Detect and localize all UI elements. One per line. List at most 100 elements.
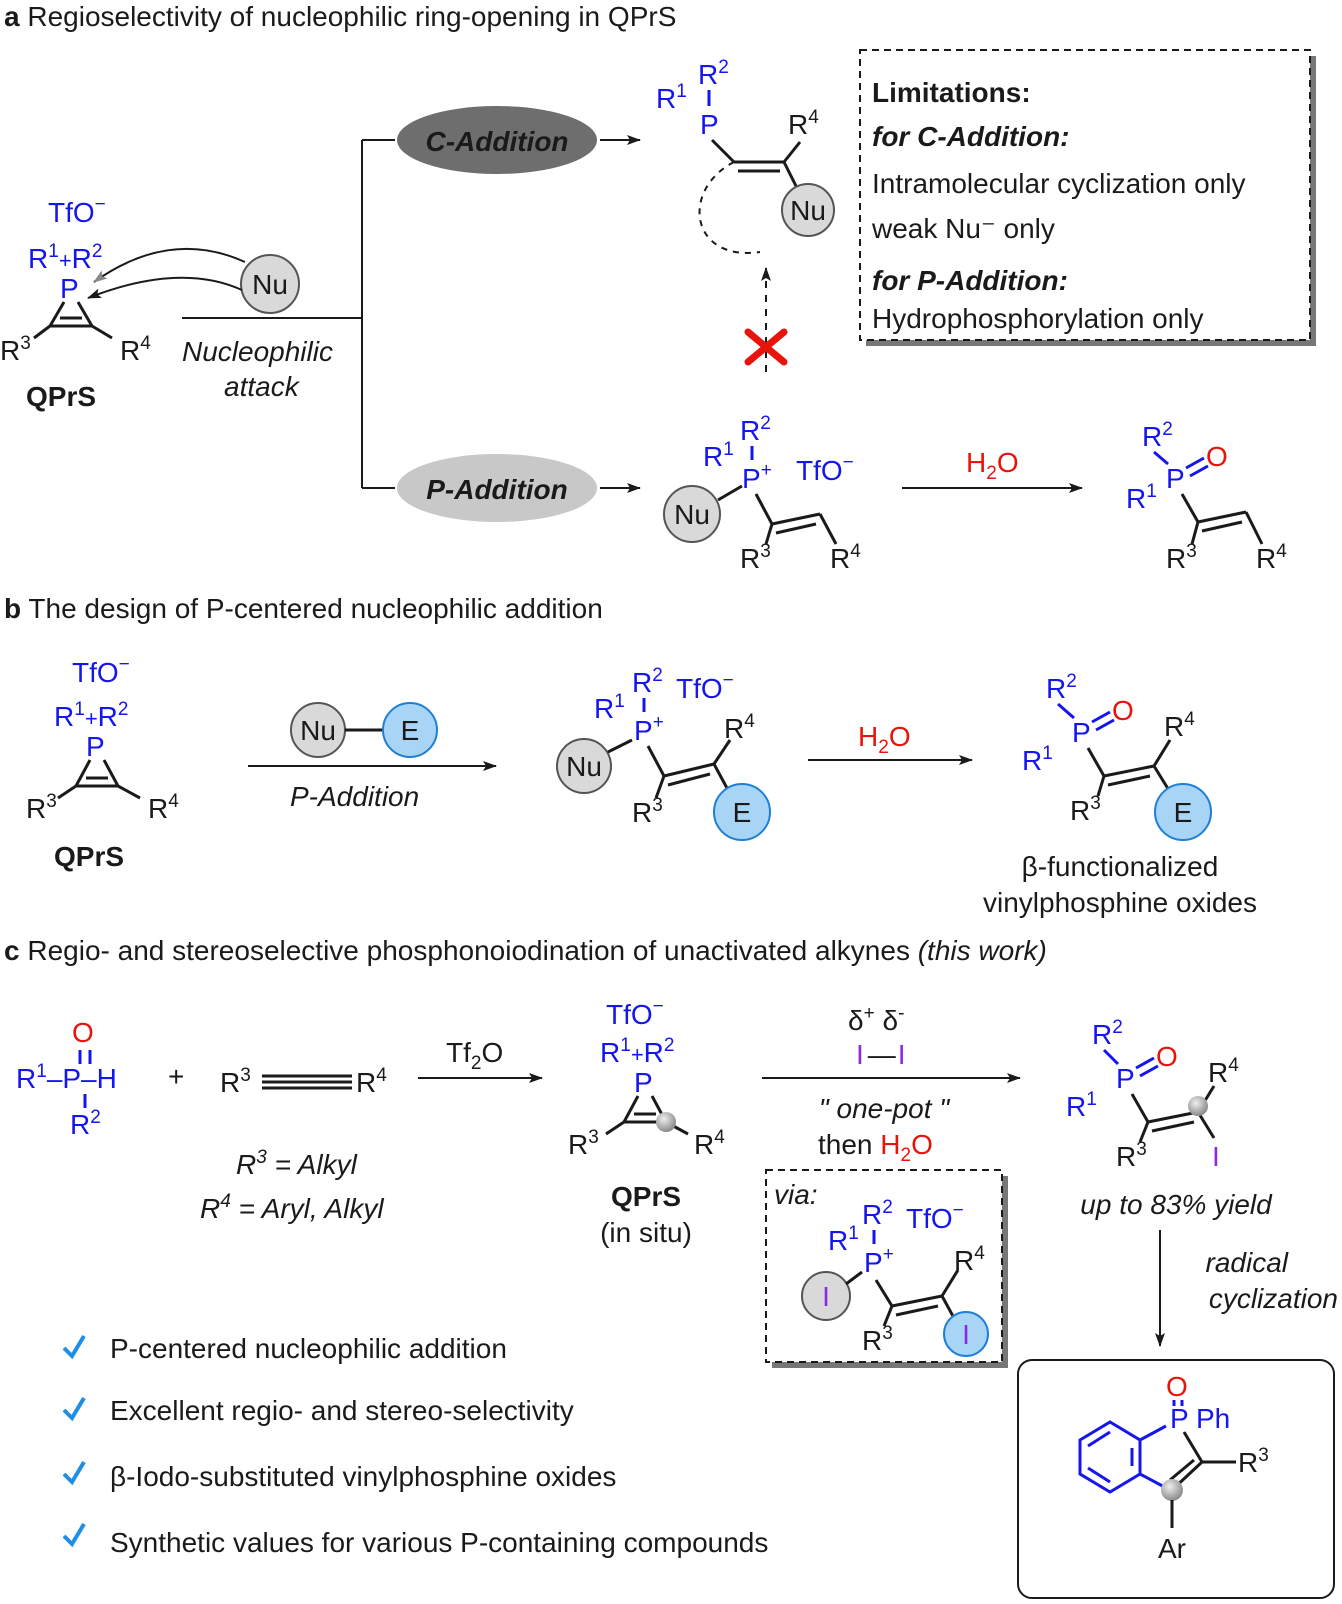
svg-text:R1+R2: R1+R2 [600,1035,674,1068]
limitations-p-line1: Hydrophosphorylation only [872,303,1204,334]
limitations-box [859,49,1311,341]
svg-text:R3: R3 [1116,1139,1147,1172]
svg-text:R2: R2 [698,57,729,90]
svg-text:P: P [1116,1063,1135,1094]
limitations-c-line1: Intramolecular cyclization only [872,168,1246,199]
svg-text:R4: R4 [356,1065,387,1098]
p-addition-arrow-label-b: P-Addition [290,781,419,812]
feature-text: Synthetic values for various P-containin… [110,1527,768,1558]
panel-c: c Regio- and stereoselective phosphonoio… [4,935,1338,1599]
check-icon [62,1396,86,1422]
one-pot-label: " one-pot " [819,1093,950,1124]
svg-text:TfO−: TfO− [796,452,854,486]
feature-text: P-centered nucleophilic addition [110,1333,507,1364]
svg-text:P: P [634,1067,653,1098]
limitations-c-line2: weak Nu⁻ only [871,213,1055,244]
electrophile-label-b-product: E [1174,797,1193,828]
limitations-heading: Limitations: [872,77,1031,108]
svg-text:I: I [962,1319,970,1350]
svg-text:O: O [1166,1371,1188,1402]
svg-text:P+: P+ [742,460,772,494]
svg-text:Ph: Ph [1196,1403,1230,1434]
water-label-b: H2O [858,721,911,758]
nucleophile-label-b-intermediate: Nu [566,751,602,782]
svg-text:Ar: Ar [1158,1533,1186,1564]
svg-text:P: P [86,731,105,762]
reagent-nu-label: Nu [300,715,336,746]
svg-text:P+: P+ [634,712,664,746]
p-addition-intermediate: R1 R2 P+ TfO− Nu R3 R4 [663,413,861,574]
svg-text:then H2O: then H2O [818,1129,933,1166]
svg-text:R1+R2: R1+R2 [54,699,128,732]
c-addition-label: C-Addition [425,126,568,157]
svg-text:R3: R3 [220,1065,251,1098]
svg-text:R2: R2 [740,413,771,446]
svg-text:R1: R1 [703,439,734,472]
panel-b-letter: b [4,593,21,624]
polarization-label: δ+ δ- [848,1003,904,1036]
beta-iodo-vinylphosphine-oxide: R2 P O R1 R4 R3 I [1066,1017,1239,1172]
iodine-reagent: I—I [856,1039,906,1070]
svg-text:R4: R4 [724,711,755,744]
svg-text:R1: R1 [1066,1089,1097,1122]
product-b-caption-1: β-functionalized [1022,851,1219,882]
panel-c-title-suffix: (this work) [918,935,1047,966]
svg-text:I: I [822,1281,830,1312]
p-addition-label: P-Addition [426,474,568,505]
panel-c-letter: c [4,935,20,966]
nucleophile-circle-a [240,254,300,314]
svg-text:R3: R3 [740,541,771,574]
svg-text:R4: R4 [830,541,861,574]
svg-text:a Regioselectivity of nucleoph: a Regioselectivity of nucleophilic ring-… [4,1,676,32]
radical-label-2: cyclization [1209,1283,1338,1314]
panel-a-letter: a [4,1,20,32]
svg-text:c Regio- and stereoselective p: c Regio- and stereoselective phosphonoio… [4,935,1047,966]
tf2o-label: Tf2O [446,1037,503,1074]
svg-text:R2: R2 [1092,1017,1123,1050]
limitations-c-heading: for C-Addition: [872,121,1070,152]
triflate-label-a: TfO [48,197,95,228]
svg-text:R4: R4 [788,107,819,140]
feature-item: Excellent regio- and stereo-selectivity [62,1395,574,1426]
feature-text: Excellent regio- and stereo-selectivity [110,1395,574,1426]
attack-arrow-carbon [93,247,246,283]
alkyne-substrate: R3 R4 [220,1065,387,1098]
svg-text:R1: R1 [828,1223,859,1256]
svg-text:TfO−: TfO− [606,996,664,1030]
svg-text:R2: R2 [862,1197,893,1230]
limitations-p-heading: for P-Addition: [872,265,1068,296]
svg-text:TfO−: TfO− [676,670,734,704]
iodophosphonium-intermediate: R1 R2 TfO− P+ I R4 R3 I [801,1197,989,1357]
benzophosphole-box [1017,1359,1335,1599]
attack-label-1: Nucleophilic [182,336,333,367]
svg-text:R2: R2 [632,665,663,698]
svg-text:P: P [1170,1403,1189,1434]
c-addition-product: R1 R2 P R4 Nu [656,57,835,254]
svg-text:P: P [1166,463,1185,494]
panel-a-title: Regioselectivity of nucleophilic ring-op… [27,1,676,32]
svg-text:R1: R1 [1022,743,1053,776]
vinylphosphine-oxide-product-a: R2 P O R1 R3 R4 [1126,419,1287,574]
attack-label-2: attack [224,371,301,402]
svg-text:R2: R2 [70,1107,101,1140]
svg-text:R2: R2 [1046,671,1077,704]
electrophile-label-b-intermediate: E [733,797,752,828]
panel-b-title: The design of P-centered nucleophilic ad… [28,593,602,624]
svg-text:b The design of P-centered nuc: b The design of P-centered nucleophilic … [4,593,603,624]
check-icon [62,1334,86,1360]
svg-text:R3: R3 [568,1127,599,1160]
check-icon [62,1460,86,1486]
svg-text:R3: R3 [26,791,57,824]
svg-text:O: O [1206,441,1228,472]
feature-list: P-centered nucleophilic addition Excelle… [62,1333,768,1558]
p-addition-pill [397,454,597,522]
reactive-carbon-marker [656,1112,676,1132]
svg-text:R4: R4 [694,1127,725,1160]
svg-text:R4: R4 [148,791,179,824]
product-b-caption-2: vinylphosphine oxides [983,887,1257,918]
svg-text:R3: R3 [1166,541,1197,574]
benzophosphole-product: P Ph O R3 Ar [1078,1371,1269,1564]
panel-b: b The design of P-centered nucleophilic … [4,593,1257,918]
nucleophile-label-p-intermediate: Nu [674,499,710,530]
